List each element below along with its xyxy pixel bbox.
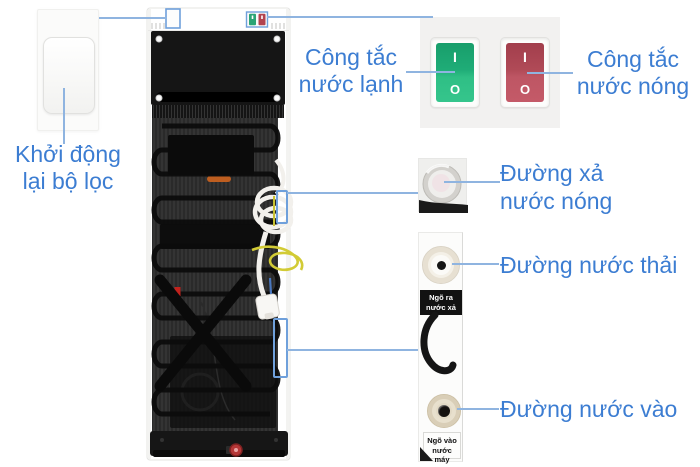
filter-reset-label: Khởi động lại bộ lọc bbox=[15, 141, 121, 194]
ports-highlight-box bbox=[273, 318, 288, 378]
connector-line-cold bbox=[406, 71, 455, 73]
connector-line-filter-vertical bbox=[63, 88, 65, 144]
drain-hose bbox=[420, 311, 457, 375]
connector-line-waste bbox=[452, 263, 499, 265]
power-switches-mark bbox=[245, 11, 269, 28]
inlet-port-hole bbox=[438, 405, 450, 417]
cord-highlight-box bbox=[276, 190, 288, 224]
connector-line-inlet bbox=[457, 408, 499, 410]
photo-corner-mark bbox=[420, 447, 433, 461]
switch-on-mark: I bbox=[453, 49, 457, 65]
connector-line-ports bbox=[287, 349, 418, 351]
hot-drain-photo bbox=[418, 158, 468, 213]
hot-drain-label: Đường xả nước nóng bbox=[500, 160, 613, 214]
connector-line-hot bbox=[527, 72, 573, 74]
connector-line-switches bbox=[267, 16, 433, 18]
filter-reset-button-mark bbox=[165, 8, 181, 29]
connector-line-drain-label bbox=[444, 181, 500, 183]
x-brace bbox=[154, 274, 252, 392]
filter-reset-button bbox=[43, 37, 95, 114]
top-panel bbox=[151, 31, 285, 118]
hot-drain-cap bbox=[419, 163, 468, 213]
switch-on-mark: I bbox=[523, 49, 527, 65]
side-ports-photo: Ngõ ra nước xả Ngõ vào nước máy bbox=[418, 232, 463, 464]
hot-switch-label: Công tắc nước nóng bbox=[576, 46, 690, 99]
waste-port-hole bbox=[437, 261, 446, 270]
cold-switch-label: Công tắc nước lạnh bbox=[298, 44, 404, 97]
connector-line-drain bbox=[287, 192, 418, 194]
drain-out-tag: Ngõ ra nước xả bbox=[420, 290, 462, 315]
filter-reset-photo bbox=[37, 9, 99, 131]
dispenser-back-illustration bbox=[146, 7, 304, 461]
machine-base bbox=[150, 431, 288, 457]
switch-off-mark: O bbox=[449, 82, 461, 97]
connector-line-filter bbox=[99, 17, 167, 19]
waste-water-label: Đường nước thải bbox=[500, 252, 678, 278]
switch-off-mark: O bbox=[519, 82, 531, 97]
water-inlet-label: Đường nước vào bbox=[500, 396, 678, 422]
power-plug bbox=[255, 293, 280, 320]
ground-wire bbox=[251, 196, 304, 295]
